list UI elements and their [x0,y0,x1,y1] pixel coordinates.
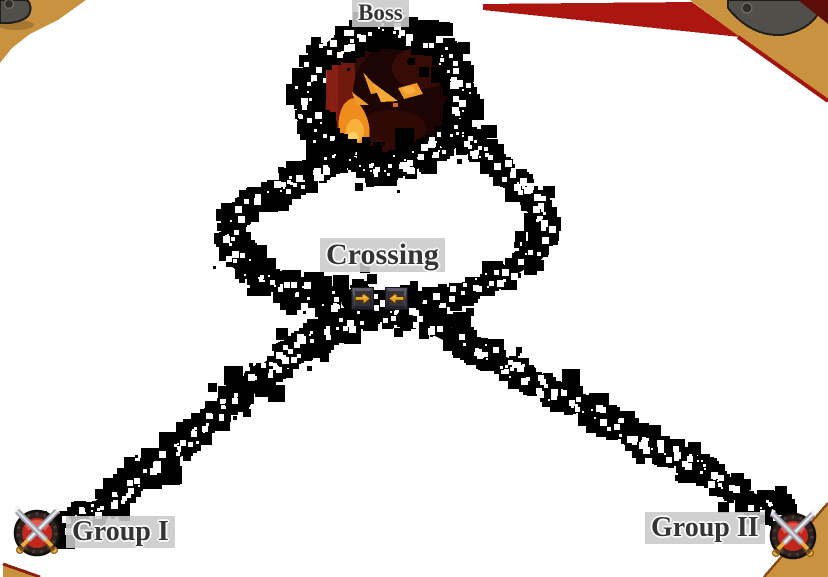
arrow-left-icon[interactable] [385,287,408,310]
table-corner-bottom-left [2,562,41,577]
crossed-swords-shield-icon[interactable] [765,507,821,563]
crossing-label[interactable]: Crossing [320,238,445,273]
boss-label[interactable]: Boss [352,0,409,27]
arrow-right-icon[interactable] [351,287,374,310]
table-corner-top-right [483,0,828,103]
table-corner-top-left [0,0,86,63]
group-one-label[interactable]: Group I [66,516,175,549]
crossed-swords-shield-icon[interactable] [9,504,65,560]
group-two-label[interactable]: Group II [645,512,765,545]
